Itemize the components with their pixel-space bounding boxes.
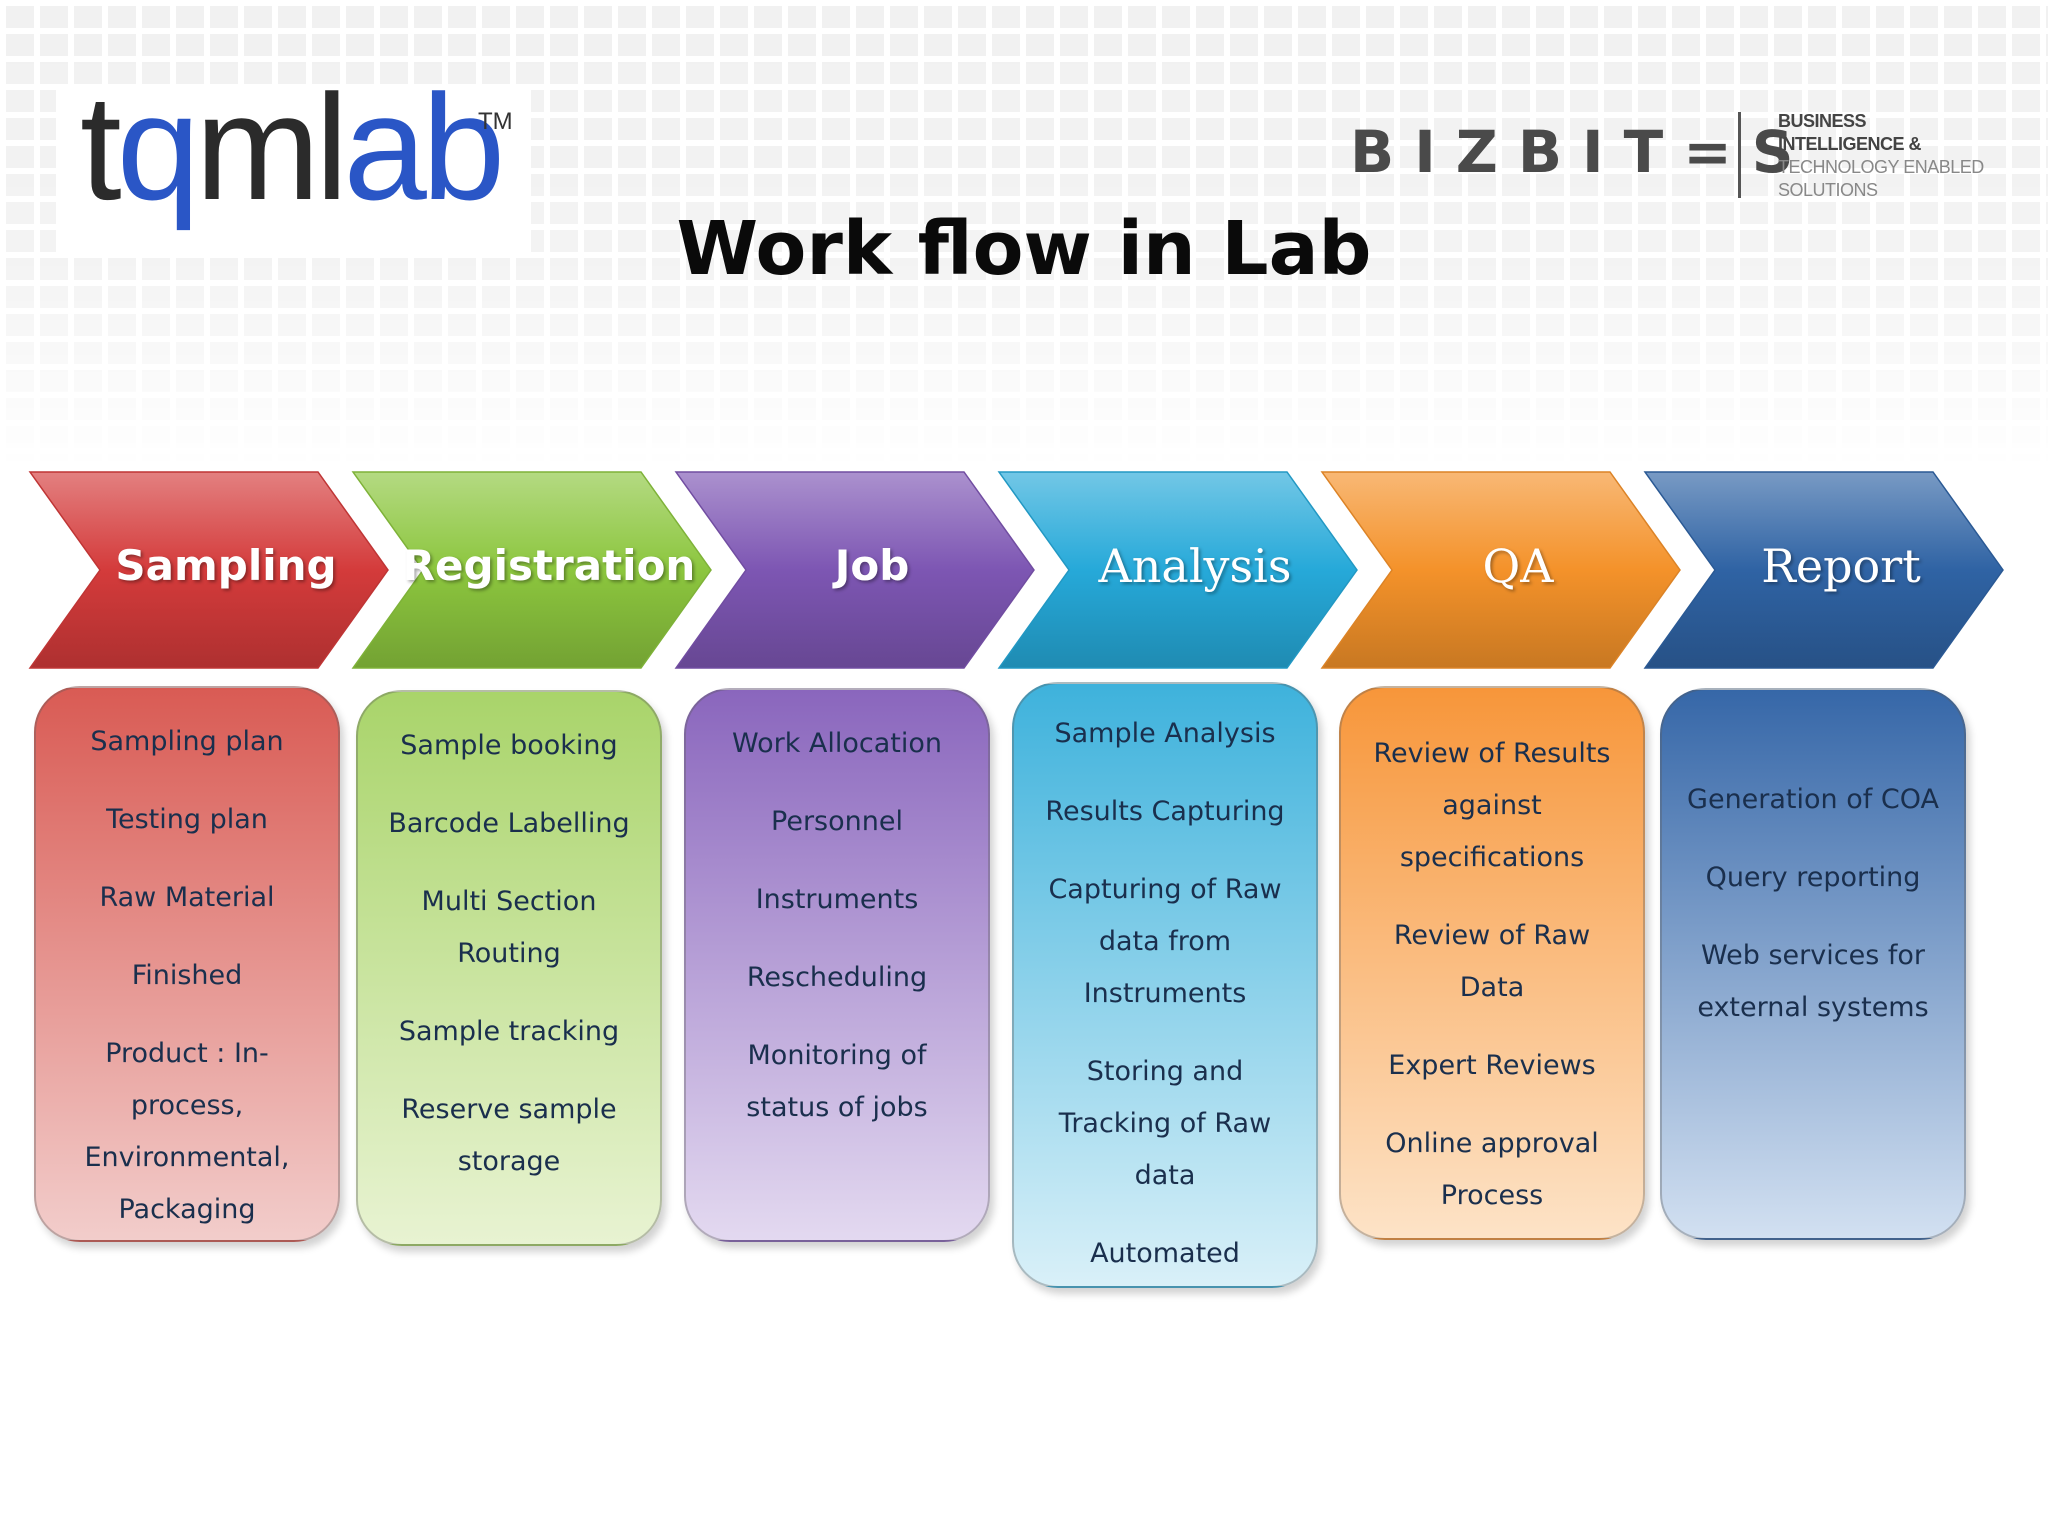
stage-item: Storing and Tracking of Raw data [1058, 1056, 1272, 1191]
stage-item: Sampling plan [90, 726, 284, 757]
stage-label-report: Report [1761, 539, 1921, 593]
bizbites-tagline: BUSINESS INTELLIGENCE & TECHNOLOGY ENABL… [1778, 110, 2018, 202]
stage-item: Results Capturing [1045, 796, 1285, 827]
stage-item: Finished [131, 960, 243, 991]
stage-item: Sample Analysis [1054, 718, 1276, 749]
tagline-line: BUSINESS [1778, 111, 1867, 131]
background-pattern [0, 0, 2048, 470]
stage-item: Barcode Labelling [388, 808, 630, 839]
tqmlab-logo: tqmlab [80, 63, 505, 231]
stage-item: Personnel [771, 806, 903, 837]
stage-item: Sample booking [400, 730, 618, 761]
page-title: Work flow in Lab [676, 206, 1372, 292]
trademark-mark: TM [478, 108, 513, 135]
stage-label-sampling: Sampling [115, 541, 337, 590]
stage-item: Review of Raw Data [1393, 920, 1591, 1003]
stage-item: Instruments [755, 884, 919, 915]
tagline-line: INTELLIGENCE & [1778, 134, 1922, 154]
stage-item: Automated Calculations [1090, 1238, 1240, 1269]
logo-left-backdrop [56, 84, 531, 254]
stage-item: Multi Section Routing [421, 886, 597, 969]
stage-label-registration: Registration [402, 541, 696, 590]
stage-card-qa: Review of Results against specifications… [1339, 686, 1645, 1240]
stage-item: Raw Material [99, 882, 275, 913]
stage-item: Rescheduling [746, 962, 928, 993]
tagline-line: SOLUTIONS [1778, 180, 1878, 200]
bizbites-logo: BIZBIT=S [1350, 118, 1814, 186]
stage-item: Testing plan [106, 804, 268, 835]
stage-item: Online approval Process [1385, 1128, 1599, 1211]
stage-label-job: Job [834, 541, 910, 590]
stage-item: Work Allocation [731, 728, 943, 759]
stage-item: Product : In-process, Environmental, Pac… [84, 1038, 290, 1225]
stage-item: Reserve sample storage [401, 1094, 617, 1177]
stage-item: Query reporting [1705, 862, 1921, 893]
stage-item: Capturing of Raw data from Instruments [1048, 874, 1282, 1009]
stage-item: Sample tracking [398, 1016, 620, 1047]
stage-item: Monitoring of status of jobs [746, 1040, 928, 1123]
stage-label-qa: QA [1482, 539, 1554, 593]
stage-item: Web services for external systems [1697, 940, 1929, 1023]
stage-label-analysis: Analysis [1098, 539, 1292, 593]
stage-item: Generation of COA [1687, 784, 1939, 815]
stage-item: Expert Reviews [1388, 1050, 1596, 1081]
tagline-line: TECHNOLOGY ENABLED [1778, 157, 1984, 177]
logo-divider [1738, 112, 1741, 198]
stage-item: Review of Results against specifications [1373, 738, 1611, 873]
